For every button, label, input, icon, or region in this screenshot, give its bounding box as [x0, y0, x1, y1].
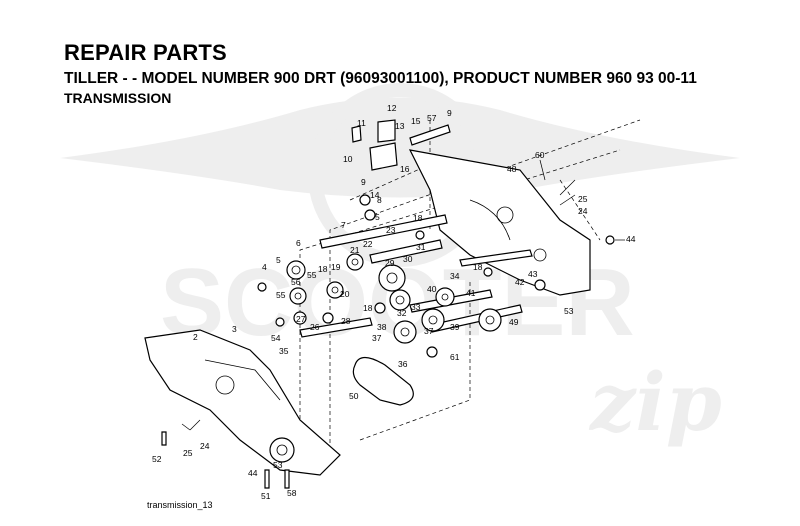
callout: 32	[397, 308, 407, 318]
left-housing	[144, 329, 341, 476]
callout: 16	[400, 164, 410, 174]
callout: 25	[578, 194, 588, 204]
image-caption: transmission_13	[147, 500, 213, 510]
page-title: REPAIR PARTS	[64, 40, 227, 65]
callout: 53	[564, 306, 574, 316]
callout: 20	[340, 289, 350, 299]
callout: 49	[509, 317, 519, 327]
callout: 60	[535, 150, 545, 160]
callout: 13	[395, 121, 405, 131]
callout: 7	[341, 220, 346, 230]
callout: 15	[411, 116, 421, 126]
callout: 3	[232, 324, 237, 334]
callout: 52	[152, 454, 162, 464]
callout: 9	[447, 108, 452, 118]
callout: 12	[387, 103, 397, 113]
callout: 33	[411, 302, 421, 312]
callout: 39	[450, 322, 460, 332]
drive-chain	[352, 356, 414, 406]
callout: 54	[271, 333, 281, 343]
callout: 43	[528, 269, 538, 279]
callout: 31	[416, 242, 426, 252]
callout: 24	[578, 206, 588, 216]
callout: 37	[372, 333, 382, 343]
section-title: TRANSMISSION	[64, 90, 172, 106]
callout: 22	[363, 239, 373, 249]
model-subtitle: TILLER - - MODEL NUMBER 900 DRT (9609300…	[64, 70, 697, 87]
callout: 58	[287, 488, 297, 498]
callout: 18	[473, 262, 483, 272]
callout: 51	[261, 491, 271, 501]
callout: 44	[248, 468, 258, 478]
shafts	[299, 214, 533, 338]
callout: 26	[310, 322, 320, 332]
callout: 55	[276, 290, 286, 300]
callout: 11	[357, 118, 366, 128]
callout: 38	[377, 322, 387, 332]
callout: 14	[370, 190, 380, 200]
callout: 21	[350, 245, 360, 255]
callout: 40	[427, 284, 437, 294]
callout: 8	[377, 195, 382, 205]
callout: 24	[200, 441, 210, 451]
callout: 6	[296, 238, 301, 248]
callout: 30	[403, 254, 413, 264]
callout: 2	[193, 332, 198, 342]
callout: 10	[343, 154, 353, 164]
callout: 27	[296, 314, 306, 324]
callout: 55	[307, 270, 317, 280]
callout: 34	[450, 271, 460, 281]
callout: 42	[515, 277, 525, 287]
callout: 25	[183, 448, 193, 458]
watermark-script: zip	[588, 355, 722, 449]
callout: 36	[398, 359, 408, 369]
callout: 44	[626, 234, 636, 244]
leader-lines	[181, 159, 625, 431]
callout: 5	[375, 212, 380, 222]
callout: 57	[427, 113, 437, 123]
gears	[257, 194, 615, 358]
callout: 37	[424, 326, 434, 336]
top-bracket	[351, 119, 451, 171]
callout: 19	[331, 262, 341, 272]
callout: 18	[363, 303, 373, 313]
callout: 18	[413, 213, 423, 223]
callout: 50	[349, 391, 359, 401]
callout: 4	[262, 262, 267, 272]
callout: 29	[385, 258, 395, 268]
callout: 23	[386, 225, 396, 235]
callout: 53	[273, 460, 283, 470]
callout: 28	[341, 316, 351, 326]
callout: 9	[361, 177, 366, 187]
callout: 5	[276, 255, 281, 265]
callout: 56	[291, 277, 301, 287]
callout: 41	[466, 288, 476, 298]
fasteners	[161, 431, 290, 489]
callout: 48	[507, 164, 517, 174]
callout-labels: 12 11 13 15 57 9 10 16 9 14 48 60 25 24 …	[152, 103, 636, 501]
callout: 18	[318, 264, 328, 274]
callout: 61	[450, 352, 460, 362]
callout: 35	[279, 346, 289, 356]
